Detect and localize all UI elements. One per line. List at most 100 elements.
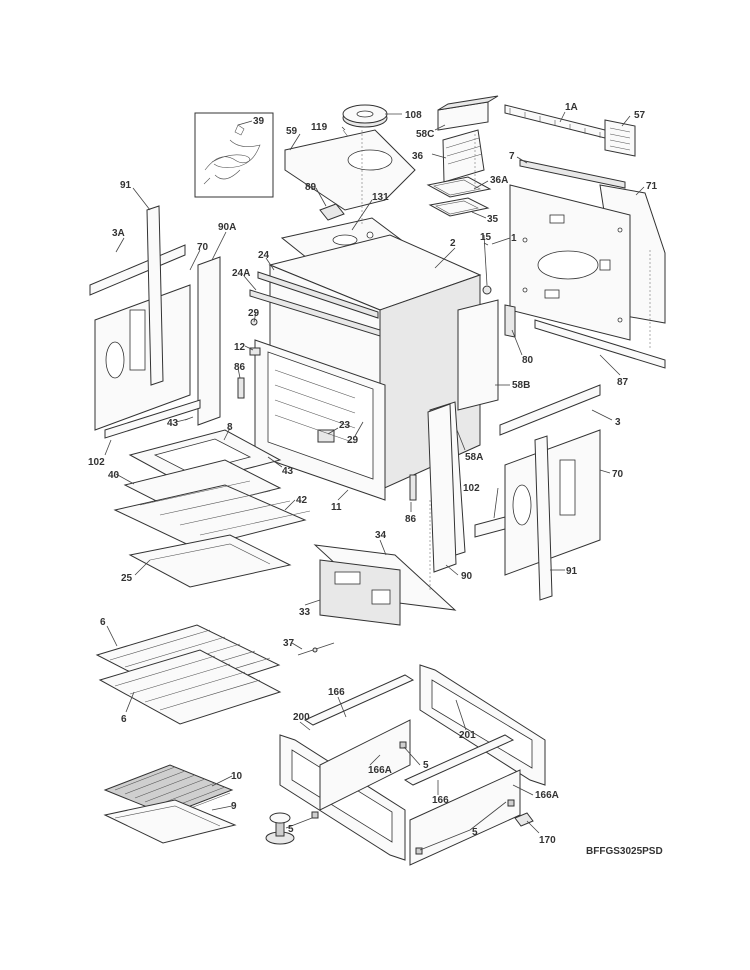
part-3A [89,244,186,296]
callout: 37 [283,638,295,649]
callout: 90 [461,571,473,582]
callout: 58A [465,452,483,463]
callout: 71 [646,181,658,192]
part-34-33 [313,544,457,626]
callout: 43 [282,466,294,477]
callout: 5 [423,760,429,771]
callout: 6 [121,714,127,725]
callout: 3A [112,228,125,239]
part-91-right [534,435,553,601]
part-102-right [474,516,506,538]
callout: 36A [490,175,508,186]
part-7 [519,159,626,189]
callout: 166 [432,795,449,806]
callout: 36 [412,151,424,162]
part-24A [249,289,381,337]
callout: 3 [615,417,621,428]
leader-lines [104,111,645,851]
callout: 166A [535,790,559,801]
part-10-9-broil-pan [103,764,237,844]
callout: 91 [120,180,132,191]
part-3 [499,384,601,436]
part-42 [113,480,311,549]
callout: 7 [509,151,515,162]
callout: 33 [299,607,311,618]
callout: 201 [459,730,476,741]
callout: 90A [218,222,236,233]
callout: 102 [463,483,480,494]
part-6-racks [95,624,282,725]
callout-labels: 108 39 119 59 58C 36 1A 57 7 71 89 131 3… [88,102,658,846]
part-24 [257,271,379,319]
callout: 24 [258,250,270,261]
callout: 166A [368,765,392,776]
callout: 170 [539,835,556,846]
part-89 [319,203,345,221]
part-58C [437,95,499,131]
callout: 70 [612,469,624,480]
callout: 40 [108,470,120,481]
callout: 80 [522,355,534,366]
callout: 166 [328,687,345,698]
callout: 23 [339,420,351,431]
callout: 1 [511,233,517,244]
part-166A-right [409,769,521,866]
callout: 58B [512,380,530,391]
callout: 108 [405,110,422,121]
part-25 [128,534,292,588]
part-102-left [104,399,201,439]
part-86 [237,377,245,399]
callout: 70 [197,242,209,253]
callout: 89 [305,182,317,193]
callout: 34 [375,530,387,541]
callout: 1A [565,102,578,113]
part-58B [457,299,499,411]
callout: 2 [450,238,456,249]
callout: 119 [311,122,328,133]
callout: 11 [331,502,342,513]
callout: 24A [232,268,250,279]
part-90 [427,403,457,573]
callout: 6 [100,617,106,628]
part-166-top [303,674,415,726]
part-70-right [504,429,601,576]
callout: 91 [566,566,578,577]
part-5-leveler [265,812,295,845]
callout: 29 [248,308,260,319]
callout: 200 [293,712,310,723]
callout: 10 [231,771,243,782]
part-35 [428,197,490,217]
callout: 5 [472,827,478,838]
part-80 [504,304,516,338]
part-12 [249,347,261,356]
callout: 59 [286,126,298,137]
callout: 43 [167,418,179,429]
part-57 [604,119,636,157]
part-87 [534,319,666,369]
callout: 86 [405,514,417,525]
callout: 58C [416,129,434,140]
inset-power-cord [194,112,274,198]
part-36 [442,129,485,183]
part-166-low [403,734,515,786]
diagram-code: BFFGS3025PSD [586,846,663,857]
callout: 25 [121,573,133,584]
callout: 12 [234,342,246,353]
callout: 86 [234,362,246,373]
part-90A [197,256,221,426]
callout: 29 [347,435,359,446]
part-166A-left [319,719,411,811]
part-91-left [146,205,164,386]
callout: 87 [617,377,629,388]
callout: 42 [296,495,308,506]
callout: 5 [288,824,294,835]
part-1-back-panel [509,184,631,341]
callout: 39 [253,116,265,127]
callout: 57 [634,110,646,121]
callout: 15 [480,232,492,243]
part-36A [426,176,492,198]
part-59 [284,129,416,211]
callout: 131 [372,192,389,203]
callout: 102 [88,457,105,468]
